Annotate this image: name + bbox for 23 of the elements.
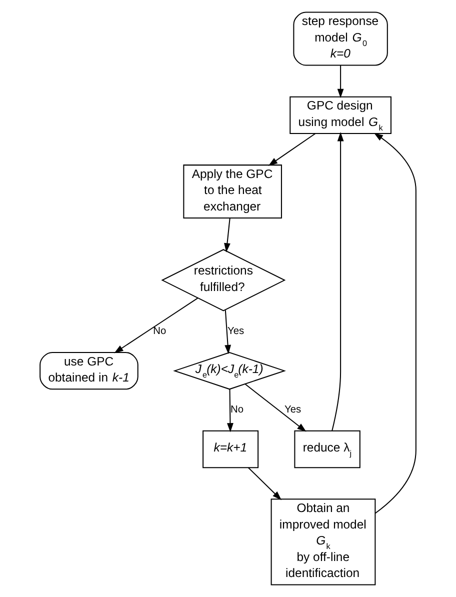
arrow (224, 218, 230, 252)
arrow (114, 298, 198, 354)
arrow (248, 467, 282, 500)
arrow (227, 389, 234, 432)
edge-label: Yes (284, 404, 302, 416)
arrow (337, 65, 344, 98)
node-box: Apply the GPC to the heat exchanger (183, 164, 282, 219)
node-diamond: J$_{e}$(k)<J$_{e}$(k-1) (173, 352, 286, 390)
node-box: Obtain an improved model G$_{k}$ by off-line identificaction (270, 498, 376, 586)
node-box: GPC design using model G$_{k}$ (290, 96, 392, 134)
arrow (224, 310, 232, 354)
arrow (332, 132, 344, 431)
edge-label: No (153, 326, 166, 338)
arrow (374, 132, 416, 514)
edge-label: No (230, 404, 244, 416)
arrow (244, 384, 306, 432)
node-box: reduce λ$_{j}$ (294, 430, 360, 468)
node-box: k=k+1 (202, 430, 259, 468)
node-box: step response model G$_{0}$ k=0 (293, 12, 388, 66)
node-diamond: restrictions fulfilled? (161, 249, 286, 312)
arrow (268, 133, 316, 166)
node-box: use GPC obtained in k-1 (40, 352, 138, 390)
edge-label: Yes (227, 326, 244, 338)
